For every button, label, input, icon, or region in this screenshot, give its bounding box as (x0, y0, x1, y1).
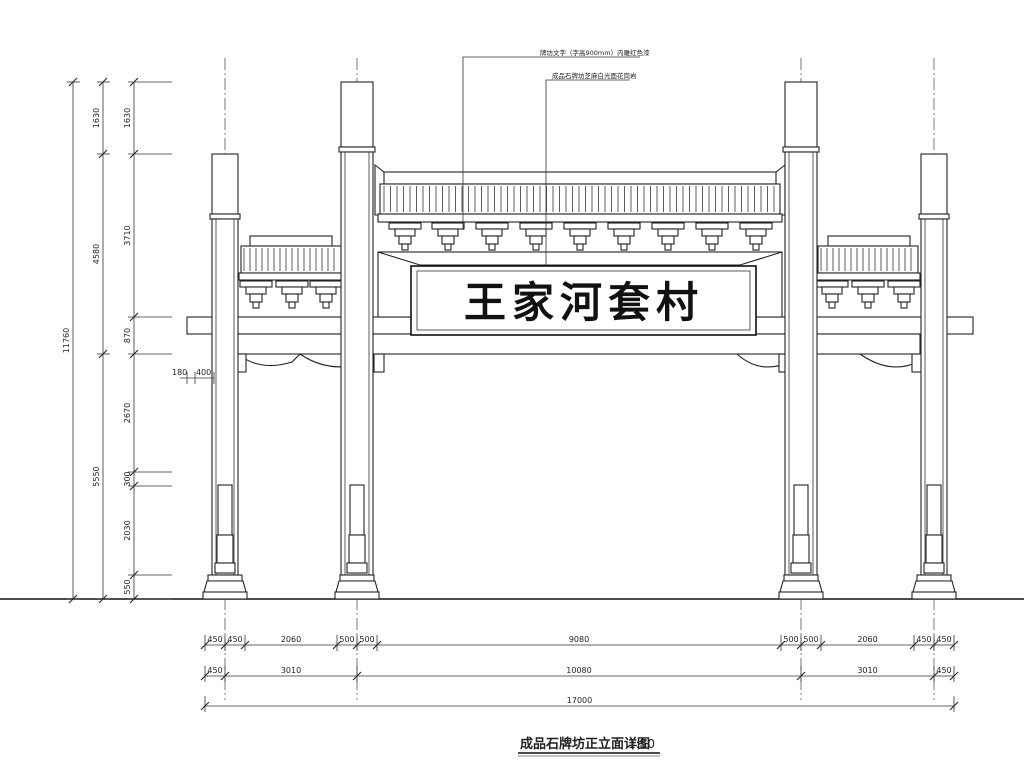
vertical-dimensions: 11760 1630 4580 5550 1630 3710 870 2670 300 2030 5… (62, 77, 172, 604)
dougong-bracket (275, 280, 309, 309)
horizontal-dim-label: 10080 (566, 666, 591, 675)
side-dimension: 180 400 (172, 368, 215, 384)
drawing-title: 成品石牌坊正立面详图 (520, 736, 650, 752)
name-plaque: 王家河套村 (410, 265, 757, 336)
horizontal-dim-label: 450 (936, 666, 951, 675)
dougong-bracket (739, 222, 773, 251)
horizontal-dim-label: 500 (339, 635, 354, 644)
horizontal-dim-label: 500 (359, 635, 374, 644)
horizontal-dim-label: 2060 (281, 635, 301, 644)
horizontal-dimensions: 450 450 2060 500 500 9080 500 500 2060 450 450 450 3… (200, 635, 959, 712)
dougong-bracket (309, 280, 343, 309)
vertical-dim-label: 4580 (92, 244, 101, 264)
drawing-scale: 1:50 (628, 737, 655, 751)
column-centerlines (224, 58, 935, 700)
dougong-bracket (519, 222, 553, 251)
horizontal-dim-label: 450 (207, 635, 222, 644)
horizontal-dim-label: 450 (916, 635, 931, 644)
dougong-bracket (695, 222, 729, 251)
dougong-bracket (887, 280, 921, 309)
annotation-text-1: 牌坊文字（字高900mm）内雕红色漆 (540, 48, 650, 57)
stone-column (334, 81, 380, 600)
vertical-dim-label: 11760 (62, 328, 71, 353)
annotation-text-2: 成品石牌坊芝麻白光面花岗岩 (552, 71, 637, 80)
dougong-bracket (239, 280, 273, 309)
dougong-bracket (651, 222, 685, 251)
horizontal-dim-label: 450 (227, 635, 242, 644)
vertical-dim-label: 2670 (123, 403, 132, 423)
horizontal-dim-label: 17000 (567, 696, 592, 705)
horizontal-dim-label: 500 (803, 635, 818, 644)
dougong-bracket (607, 222, 641, 251)
horizontal-dim-label: 500 (783, 635, 798, 644)
vertical-dim-label: 2030 (123, 520, 132, 540)
vertical-dim-label: 1630 (123, 108, 132, 128)
central-roof (374, 163, 786, 318)
side-dim-400: 400 (196, 368, 211, 377)
dougong-bracket (815, 280, 849, 309)
dougong-bracket (563, 222, 597, 251)
plaque-text: 王家河套村 (464, 278, 704, 327)
horizontal-dim-label: 450 (207, 666, 222, 675)
vertical-dim-label: 300 (123, 471, 132, 486)
horizontal-dim-label: 3010 (281, 666, 301, 675)
stone-column (911, 153, 957, 600)
vertical-dim-label: 3710 (123, 225, 132, 245)
vertical-dim-label: 870 (123, 328, 132, 343)
vertical-dim-label: 550 (123, 579, 132, 594)
annotation-leaders (462, 56, 640, 266)
stone-column (778, 81, 824, 600)
horizontal-dim-label: 3010 (857, 666, 877, 675)
horizontal-dim-label: 9080 (569, 635, 589, 644)
horizontal-dim-label: 2060 (857, 635, 877, 644)
dougong-bracket (475, 222, 509, 251)
dougong-bracket (851, 280, 885, 309)
dougong-bracket (388, 222, 422, 251)
left-side-roof (238, 235, 344, 309)
horizontal-dim-label: 450 (936, 635, 951, 644)
vertical-dim-label: 5550 (92, 466, 101, 486)
vertical-dim-label: 1630 (92, 108, 101, 128)
dougong-bracket (431, 222, 465, 251)
columns (202, 81, 957, 600)
right-side-roof (815, 235, 921, 309)
stone-column (202, 153, 248, 600)
side-dim-180: 180 (172, 368, 187, 377)
